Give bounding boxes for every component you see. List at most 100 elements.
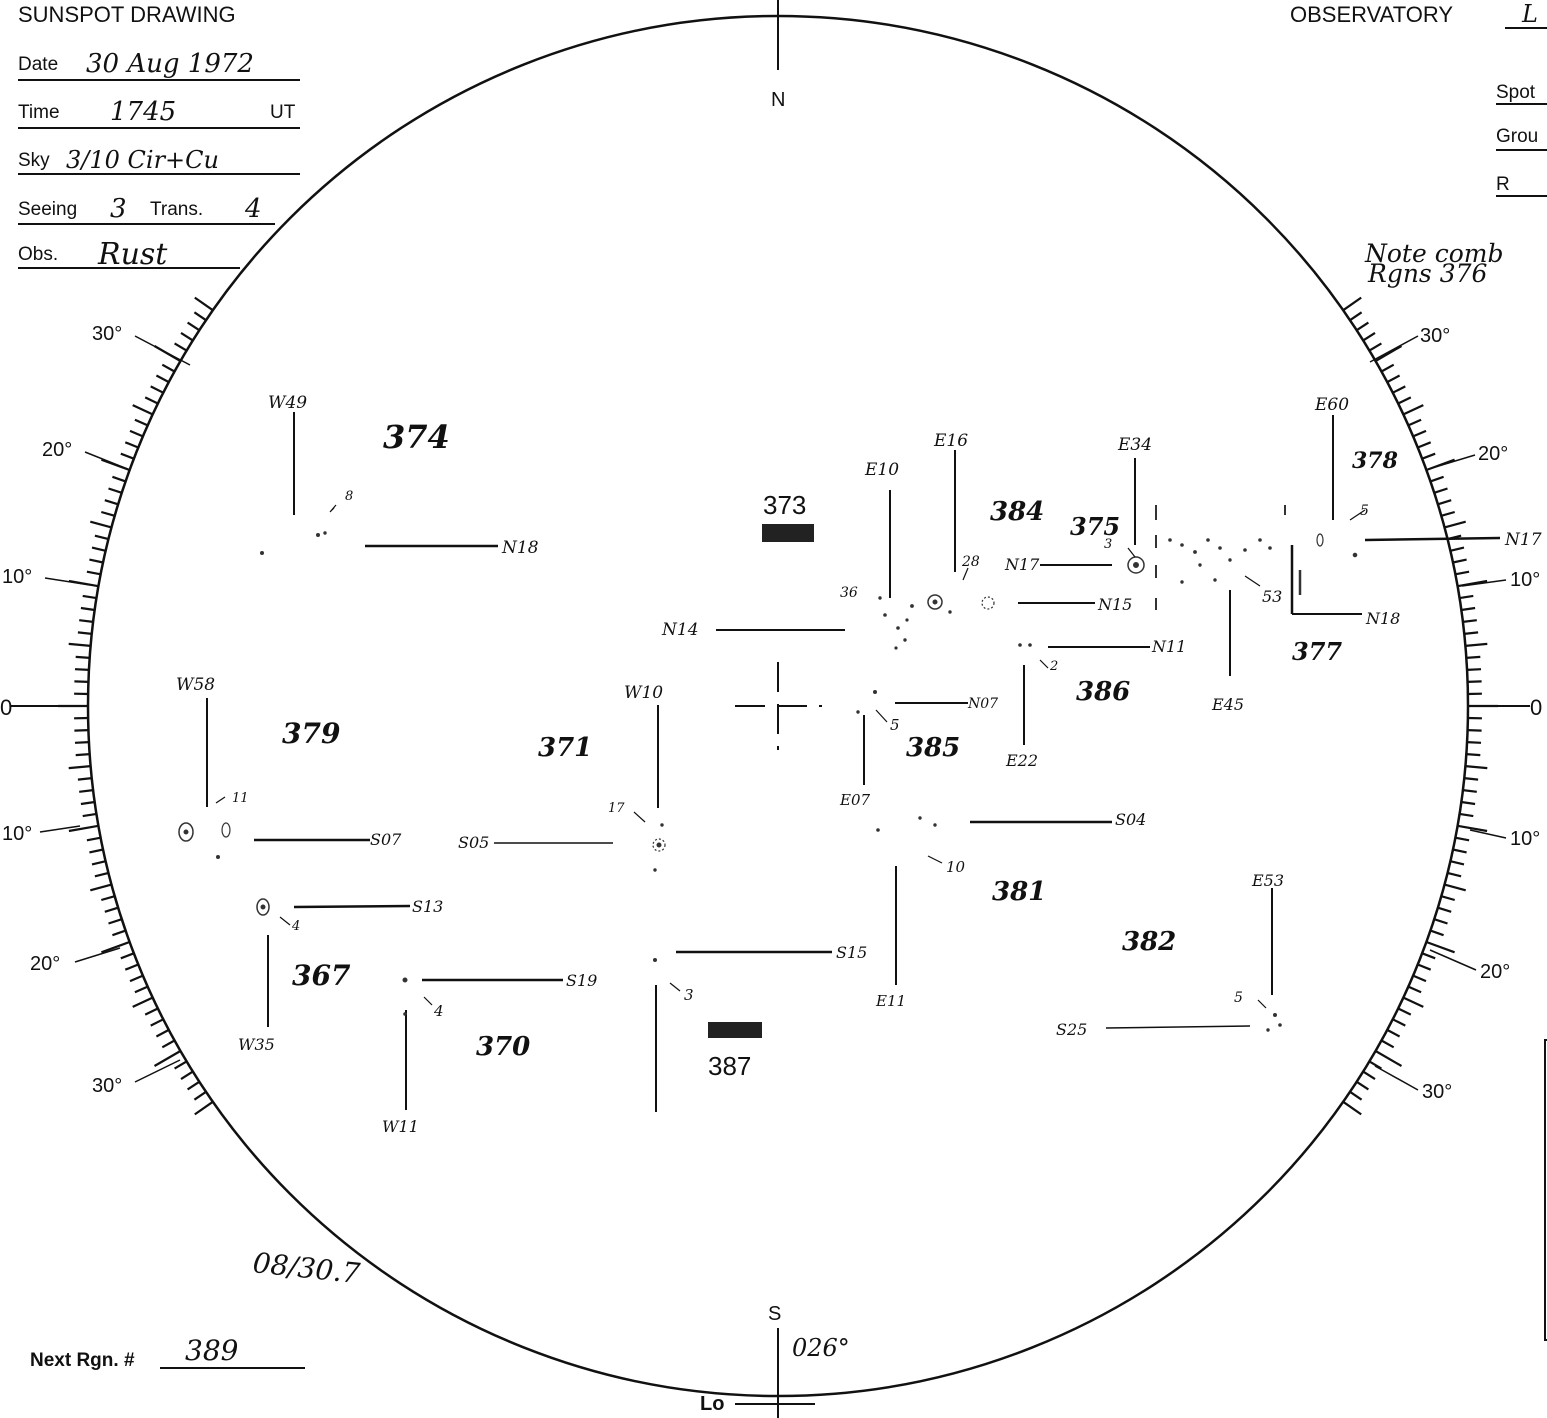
- limb-tick: [1467, 668, 1482, 671]
- limb-tick: [1433, 918, 1448, 925]
- s25-label: S25: [1056, 1020, 1087, 1039]
- seeing-label: Seeing: [18, 199, 77, 220]
- count-379: 11: [232, 791, 249, 806]
- lat-right-10n: 10°: [1510, 569, 1540, 591]
- limb-tick: [94, 534, 109, 541]
- region-387-strikeout: [708, 1022, 762, 1038]
- spot-count-arrows: [215, 504, 1366, 1009]
- limb-tick: [104, 499, 119, 506]
- lat-right-30n: 30°: [1420, 325, 1450, 347]
- limb-tick: [1450, 546, 1465, 552]
- lat-left-20s: 20°: [30, 953, 60, 975]
- limb-tick: [1437, 499, 1452, 506]
- limb-tick: [1466, 655, 1481, 659]
- limb-tick: [1447, 871, 1462, 878]
- limb-tick: [150, 385, 164, 394]
- r-label: R: [1496, 174, 1510, 195]
- date-label: Date: [18, 54, 58, 75]
- north-label: N: [771, 89, 785, 111]
- count-378: 5: [1360, 503, 1369, 519]
- next-region-value: 389: [185, 1334, 238, 1367]
- e22-label: E22: [1005, 751, 1038, 770]
- obs-value: Rust: [97, 237, 168, 272]
- count-384: 28: [961, 554, 980, 570]
- count-382: 5: [1234, 990, 1243, 1006]
- limb-tick: [1392, 1018, 1406, 1027]
- form-title: SUNSPOT DRAWING: [18, 2, 236, 27]
- limb-tick: [1397, 1007, 1412, 1016]
- count-371: 17: [608, 801, 625, 816]
- w10-label: W10: [624, 683, 663, 703]
- s19-label: S19: [566, 971, 597, 990]
- w35-label: W11: [382, 1117, 419, 1136]
- lat-right-10s-leader: [1469, 829, 1507, 839]
- lat-right-30s-leader: [1374, 1065, 1419, 1091]
- lat-left-30s-leader: [134, 1059, 181, 1083]
- south-label: S: [768, 1303, 781, 1325]
- limb-tick: [161, 363, 176, 373]
- time-unit: UT: [270, 102, 296, 123]
- limb-tick: [91, 860, 106, 866]
- limb-tick: [74, 668, 89, 671]
- n17-inner-label: N17: [1004, 555, 1040, 574]
- limb-tick: [1440, 510, 1456, 517]
- limb-tick: [132, 996, 154, 1008]
- limb-tick: [1461, 606, 1476, 612]
- equator-left-label: 0: [0, 695, 12, 720]
- limb-tick: [1342, 296, 1362, 312]
- limb-tick: [1466, 753, 1481, 757]
- limb-tick: [1426, 940, 1455, 954]
- region-378: 378: [1352, 448, 1398, 474]
- limb-tick: [1433, 487, 1448, 494]
- limb-tick: [86, 836, 101, 842]
- limb-tick: [1430, 475, 1444, 483]
- s07-label: S07: [370, 830, 402, 849]
- lat-left-20s-leader: [74, 947, 121, 963]
- count-375: 3: [1104, 537, 1112, 552]
- time-label: Time: [18, 102, 60, 123]
- limb-tick: [1437, 906, 1452, 913]
- limb-tick: [1452, 848, 1467, 854]
- limb-tick: [89, 558, 104, 564]
- limb-tick: [1462, 619, 1477, 623]
- s13-label: S13: [412, 897, 443, 916]
- limb-tick: [194, 1100, 214, 1116]
- e11-label: E11: [875, 992, 906, 1010]
- seeing-value: 3: [110, 194, 127, 224]
- s04-label: S04: [1115, 810, 1146, 829]
- equator-right-label: 0: [1530, 695, 1542, 720]
- limb-tick: [1412, 974, 1427, 983]
- limb-tick: [89, 848, 104, 854]
- limb-tick: [86, 570, 101, 576]
- limb-tick: [1356, 321, 1369, 332]
- s05-label: S05: [458, 833, 489, 852]
- limb-tick: [77, 777, 92, 781]
- limb-tick: [74, 741, 89, 744]
- limb-scale-left: [58, 296, 214, 1116]
- count-377: 53: [1262, 587, 1282, 606]
- limb-tick: [90, 520, 112, 529]
- limb-tick: [1467, 680, 1482, 683]
- lat-right-20n: 20°: [1478, 443, 1508, 465]
- limb-tick: [1407, 985, 1422, 994]
- lat-left-10s-leader: [39, 825, 81, 833]
- date-value: 30 Aug 1972: [86, 49, 254, 79]
- limb-tick: [1430, 929, 1444, 937]
- sky-label: Sky: [18, 150, 50, 171]
- limb-tick: [100, 510, 116, 517]
- w58-label: W58: [176, 675, 215, 695]
- count-387: 3: [684, 986, 694, 1004]
- limb-tick: [1465, 642, 1488, 647]
- limb-tick: [74, 680, 89, 683]
- limb-tick: [187, 1080, 200, 1091]
- count-384b: 36: [840, 585, 858, 601]
- sky-value: 3/10 Cir+Cu: [66, 146, 219, 174]
- lat-right-20s: 20°: [1480, 961, 1510, 983]
- limb-tick: [1421, 452, 1436, 460]
- e10-label: E10: [864, 460, 899, 480]
- w51-label: W35: [238, 1035, 275, 1054]
- limb-tick: [153, 1050, 181, 1067]
- limb-tick: [1450, 860, 1465, 866]
- limb-tick: [1392, 385, 1406, 394]
- limb-tick: [1386, 1028, 1401, 1038]
